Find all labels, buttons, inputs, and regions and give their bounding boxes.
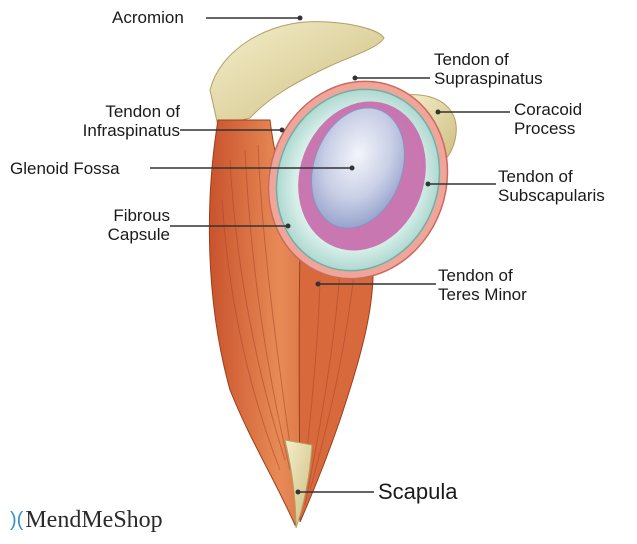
brand-logo-icon: )(	[10, 509, 23, 532]
brand-watermark: )(MendMeShop	[10, 507, 163, 534]
label-coracoid-process: Coracoid Process	[514, 100, 582, 138]
brand-name: MendMeShop	[25, 507, 162, 533]
label-supraspinatus-line2: Supraspinatus	[434, 69, 543, 88]
label-tendon-supraspinatus: Tendon of Supraspinatus	[434, 50, 543, 88]
label-infraspinatus-line2: Infraspinatus	[64, 121, 180, 140]
label-subscapularis-line1: Tendon of	[498, 167, 605, 186]
label-glenoid-fossa: Glenoid Fossa	[10, 159, 120, 178]
label-subscapularis-line2: Subscapularis	[498, 186, 605, 205]
label-tendon-infraspinatus: Tendon of Infraspinatus	[64, 102, 180, 140]
label-tendon-subscapularis: Tendon of Subscapularis	[498, 167, 605, 205]
label-acromion: Acromion	[112, 8, 184, 27]
label-fibrous-capsule: Fibrous Capsule	[70, 206, 170, 244]
label-tendon-teres-minor: Tendon of Teres Minor	[438, 266, 527, 304]
label-teres-line1: Tendon of	[438, 266, 527, 285]
label-fibrous-line2: Capsule	[70, 225, 170, 244]
label-infraspinatus-line1: Tendon of	[64, 102, 180, 121]
label-scapula: Scapula	[378, 480, 458, 504]
scapula-muscle-right	[299, 250, 373, 522]
label-coracoid-line1: Coracoid	[514, 100, 582, 119]
label-coracoid-line2: Process	[514, 119, 582, 138]
label-teres-line2: Teres Minor	[438, 285, 527, 304]
label-supraspinatus-line1: Tendon of	[434, 50, 543, 69]
label-fibrous-line1: Fibrous	[70, 206, 170, 225]
